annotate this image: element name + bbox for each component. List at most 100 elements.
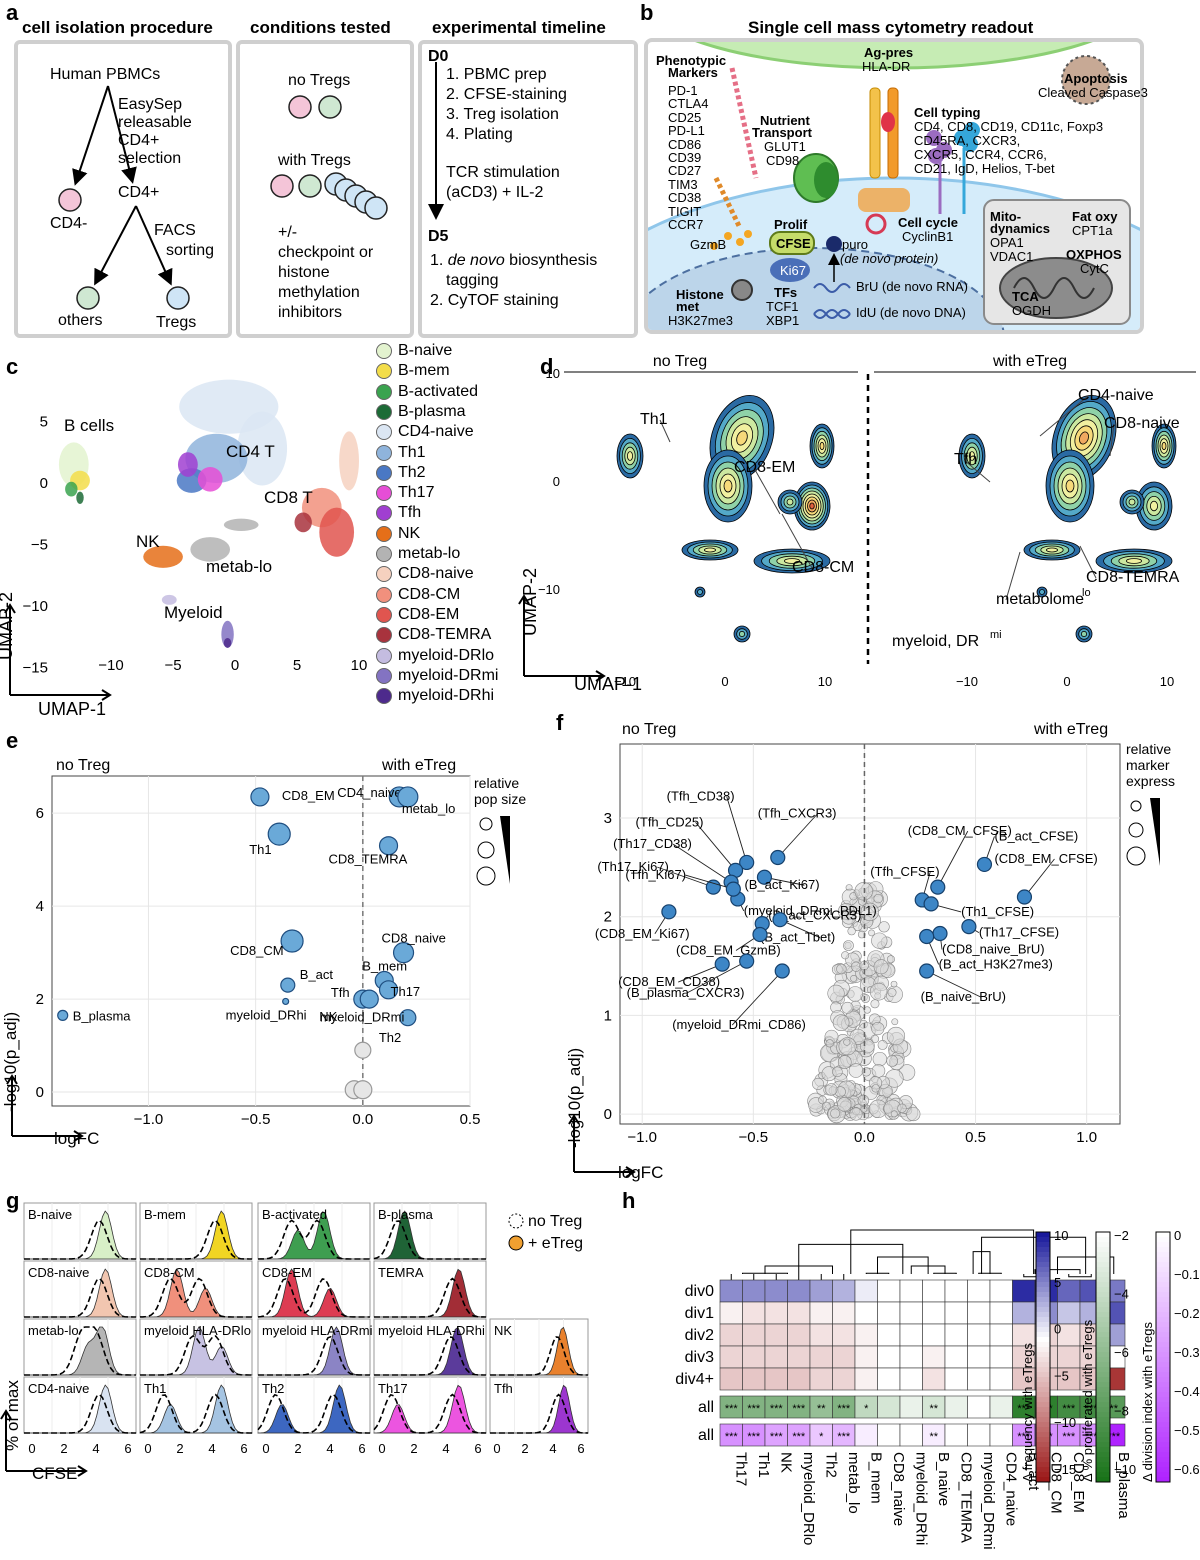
cluster-cd4-naive — [237, 411, 288, 486]
column-label: CD8_naive — [890, 1452, 907, 1526]
cb-frequency-step — [1036, 1302, 1050, 1308]
heat-cell — [787, 1323, 811, 1347]
cb-proliferated-frame — [1095, 1231, 1111, 1483]
division-cell — [989, 1423, 1013, 1447]
cb-division-step — [1156, 1322, 1170, 1328]
legend-swatch — [376, 667, 392, 684]
procedure-title: cell isolation procedure — [22, 18, 213, 37]
legend-swatch — [376, 363, 392, 380]
background-point — [873, 959, 889, 975]
marker-label: (CD8_EM_Ki67) — [595, 926, 690, 941]
population-point — [280, 977, 296, 993]
legend-item: Tfh — [376, 504, 421, 522]
row-label: div2 — [685, 1327, 714, 1344]
x-label: UMAP-1 — [38, 699, 106, 719]
x-tick: 6 — [358, 1441, 365, 1456]
background-point — [812, 1077, 825, 1090]
population-point — [378, 980, 399, 1000]
phenotypic-title-2: Markers — [668, 65, 718, 80]
heat-cell — [922, 1279, 946, 1303]
leader — [695, 822, 736, 871]
point-label: B_plasma — [73, 1008, 132, 1023]
cb-frequency-step — [1036, 1467, 1050, 1473]
cb-division-step — [1156, 1422, 1170, 1428]
x-tick: −5 — [164, 657, 181, 674]
cb-division-step — [1156, 1452, 1170, 1458]
density-contour — [1150, 500, 1159, 512]
cb-proliferated-step — [1096, 1307, 1110, 1313]
sup-mi: mi — [990, 629, 1002, 641]
x-tick: −0.5 — [241, 1111, 271, 1128]
prolif-cell — [989, 1395, 1013, 1419]
marker-point — [661, 904, 677, 920]
legend-title-2: marker — [1126, 757, 1170, 773]
tile-label: CD8-naive — [28, 1265, 89, 1280]
no-treg-curve — [373, 1393, 487, 1434]
leader — [753, 467, 781, 515]
inhibitor-line5: inhibitors — [278, 304, 343, 321]
panel-a-letter: a — [6, 0, 19, 25]
significance: *** — [1017, 1403, 1031, 1415]
phenotypic-marker: CD25 — [668, 109, 702, 125]
dendrogram-branch — [850, 1229, 1035, 1274]
cb-frequency-step — [1036, 1252, 1050, 1258]
d0-step3: 3. Treg isolation — [446, 106, 559, 123]
cb-frequency-step — [1036, 1392, 1050, 1398]
point-label: metab_lo — [402, 801, 455, 816]
background-point — [847, 986, 863, 1002]
sup-lo: lo — [1082, 587, 1091, 599]
y-tick: −15 — [23, 660, 48, 677]
y-tick: −10 — [538, 582, 560, 597]
row-label: div4+ — [675, 1371, 714, 1388]
size-legend-circle — [1130, 800, 1142, 812]
y-tick: 0 — [553, 474, 560, 489]
marker-point — [756, 869, 773, 885]
legend-label: Th1 — [398, 443, 426, 461]
cb-division-step — [1156, 1327, 1170, 1333]
tile-label: myeloid HLA-DRmi — [262, 1323, 373, 1338]
d0-step1: 1. PBMC prep — [446, 66, 547, 83]
background-point — [863, 1006, 871, 1014]
cb-division-step — [1156, 1307, 1170, 1313]
tile-label: Th17 — [378, 1381, 408, 1396]
leader — [685, 874, 734, 890]
cb-frequency-step — [1036, 1387, 1050, 1393]
x-tick: 2 — [60, 1441, 67, 1456]
volcano-e-x-arrowhead — [73, 1130, 84, 1142]
x-tick: 2 — [410, 1441, 417, 1456]
cb-proliferated-step — [1096, 1352, 1110, 1358]
cb-proliferated-step — [1096, 1452, 1110, 1458]
oxphos-value: CytC — [1080, 261, 1109, 276]
background-point — [872, 1051, 888, 1067]
cb-division-step — [1156, 1432, 1170, 1438]
x-tick: 0 — [231, 657, 239, 674]
density-label: CD8-CM — [792, 559, 854, 576]
cb-frequency-step — [1036, 1322, 1050, 1328]
heat-cell — [967, 1279, 991, 1303]
division-cell — [899, 1423, 923, 1447]
panel-f-letter: f — [556, 710, 564, 735]
cb-frequency-step — [1036, 1292, 1050, 1298]
density-contour — [1128, 498, 1136, 506]
phenotypic-marker: CD38 — [668, 190, 702, 206]
y-tick: 0 — [40, 475, 48, 492]
cb-proliferated-step — [1096, 1407, 1110, 1413]
population-point — [267, 822, 291, 846]
density-contour — [809, 502, 815, 510]
leader — [672, 843, 732, 883]
heat-cell — [877, 1301, 901, 1325]
celltyping-4: CD21, IgD, Helios, T-bet — [914, 161, 1055, 176]
row-label: div3 — [685, 1349, 714, 1366]
d5-step1-line2: tagging — [446, 272, 499, 289]
legend-item: B-naive — [376, 342, 452, 360]
y-tick: 6 — [36, 805, 44, 822]
cb-frequency-step — [1036, 1257, 1050, 1263]
heat-cell — [854, 1345, 878, 1369]
panel-h-letter: h — [622, 1188, 636, 1213]
cb-proliferated-step — [1096, 1362, 1110, 1368]
ki67-label: Ki67 — [780, 263, 807, 278]
heat-cell — [809, 1323, 833, 1347]
background-point — [886, 955, 895, 964]
cb-frequency-step — [1036, 1412, 1050, 1418]
